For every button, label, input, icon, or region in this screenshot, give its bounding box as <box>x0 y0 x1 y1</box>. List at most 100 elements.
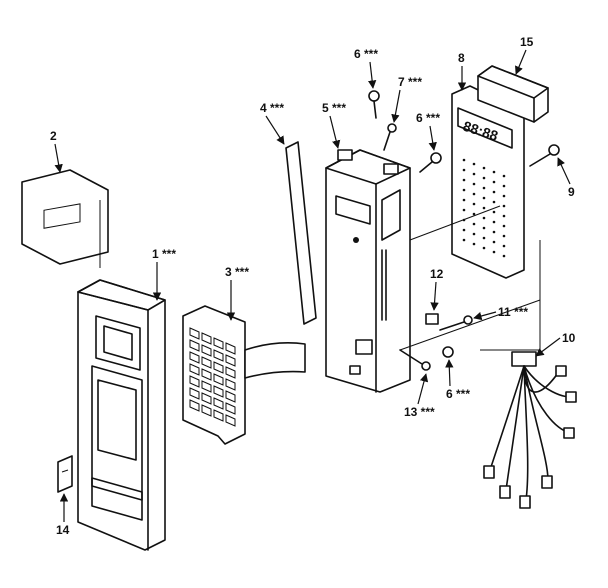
board-contact <box>502 254 506 258</box>
callout-12: 12 <box>430 267 444 281</box>
callouts: 1 *** 2 3 *** 4 *** 5 *** 6 *** 7 *** 6 … <box>50 35 576 537</box>
part-10-wire-harness <box>483 351 577 509</box>
board-contact <box>492 250 496 254</box>
keypad-key <box>189 399 200 412</box>
board-contact <box>502 174 506 178</box>
part-2-window-lens <box>21 169 109 268</box>
board-contact <box>492 210 496 214</box>
board-contact <box>482 236 486 240</box>
keypad-key <box>225 354 236 367</box>
callout-7: 7 *** <box>398 75 422 89</box>
keypad-key <box>189 375 200 388</box>
callout-14: 14 <box>56 523 70 537</box>
board-contact <box>472 192 476 196</box>
board-contact <box>472 172 476 176</box>
board-contact <box>502 234 506 238</box>
board-contact <box>492 220 496 224</box>
board-contact <box>472 212 476 216</box>
keypad-key <box>213 361 224 374</box>
board-contact <box>472 242 476 246</box>
callout-13: 13 *** <box>404 405 435 419</box>
board-contact <box>502 224 506 228</box>
board-contact <box>472 162 476 166</box>
keypad-key <box>213 409 224 422</box>
board-contact <box>482 216 486 220</box>
part-3-keypad <box>182 305 306 445</box>
board-contact <box>462 238 466 242</box>
board-contact <box>462 188 466 192</box>
board-contact <box>482 206 486 210</box>
callout-3: 3 *** <box>225 265 249 279</box>
keypad-key <box>201 356 212 369</box>
board-contact <box>462 228 466 232</box>
keypad-key <box>225 402 236 415</box>
callout-2: 2 <box>50 129 57 143</box>
callout-11: 11 *** <box>498 305 528 319</box>
board-contact <box>462 178 466 182</box>
callout-6-lower: 6 *** <box>446 387 470 401</box>
part-5-chassis <box>325 149 411 393</box>
board-contact <box>472 232 476 236</box>
board-contact <box>502 204 506 208</box>
assembly-lines <box>399 205 541 351</box>
keypad-key <box>189 339 200 352</box>
board-contact <box>502 184 506 188</box>
callout-5: 5 *** <box>322 101 346 115</box>
keypad-key <box>225 342 236 355</box>
part-1-door-panel <box>77 279 166 551</box>
board-contact <box>462 168 466 172</box>
callout-1: 1 *** <box>152 247 176 261</box>
board-contact <box>492 200 496 204</box>
board-contact <box>492 240 496 244</box>
keypad-key <box>189 351 200 364</box>
keypad-key <box>189 387 200 400</box>
keypad-key <box>213 349 224 362</box>
keypad-key <box>201 344 212 357</box>
keypad-key <box>201 332 212 345</box>
board-contact <box>492 230 496 234</box>
keypad-key <box>225 414 236 427</box>
board-contact <box>472 182 476 186</box>
part-4-strip <box>285 141 317 325</box>
keypad-key <box>213 385 224 398</box>
callout-9: 9 <box>568 185 575 199</box>
keypad-key <box>213 337 224 350</box>
board-contact <box>502 244 506 248</box>
board-contact <box>492 180 496 184</box>
board-contact <box>492 170 496 174</box>
callout-8: 8 <box>458 51 465 65</box>
board-contact <box>482 196 486 200</box>
board-contact <box>482 246 486 250</box>
board-contact <box>492 190 496 194</box>
screws <box>368 90 560 371</box>
board-contact <box>482 226 486 230</box>
callout-15: 15 <box>520 35 534 49</box>
keypad-key <box>225 378 236 391</box>
keypad-key <box>189 327 200 340</box>
callout-10: 10 <box>562 331 576 345</box>
part-14-bracket <box>57 455 73 493</box>
callout-6-right: 6 *** <box>416 111 440 125</box>
keypad-key <box>213 397 224 410</box>
board-contact <box>502 214 506 218</box>
keypad-key <box>201 404 212 417</box>
board-contact <box>482 166 486 170</box>
keypad-key <box>201 368 212 381</box>
keypad-key <box>225 366 236 379</box>
board-contact <box>472 222 476 226</box>
board-contact <box>462 208 466 212</box>
keypad-key <box>225 390 236 403</box>
keypad-key <box>189 363 200 376</box>
callout-6-top: 6 *** <box>354 47 378 61</box>
keypad-key <box>213 373 224 386</box>
board-contact <box>482 186 486 190</box>
board-contact <box>482 176 486 180</box>
board-contact <box>472 202 476 206</box>
board-contact <box>462 198 466 202</box>
keypad-key <box>201 380 212 393</box>
part-15-foam-block <box>477 65 549 123</box>
callout-4: 4 *** <box>260 101 284 115</box>
board-contact <box>462 158 466 162</box>
keypad-key <box>201 392 212 405</box>
